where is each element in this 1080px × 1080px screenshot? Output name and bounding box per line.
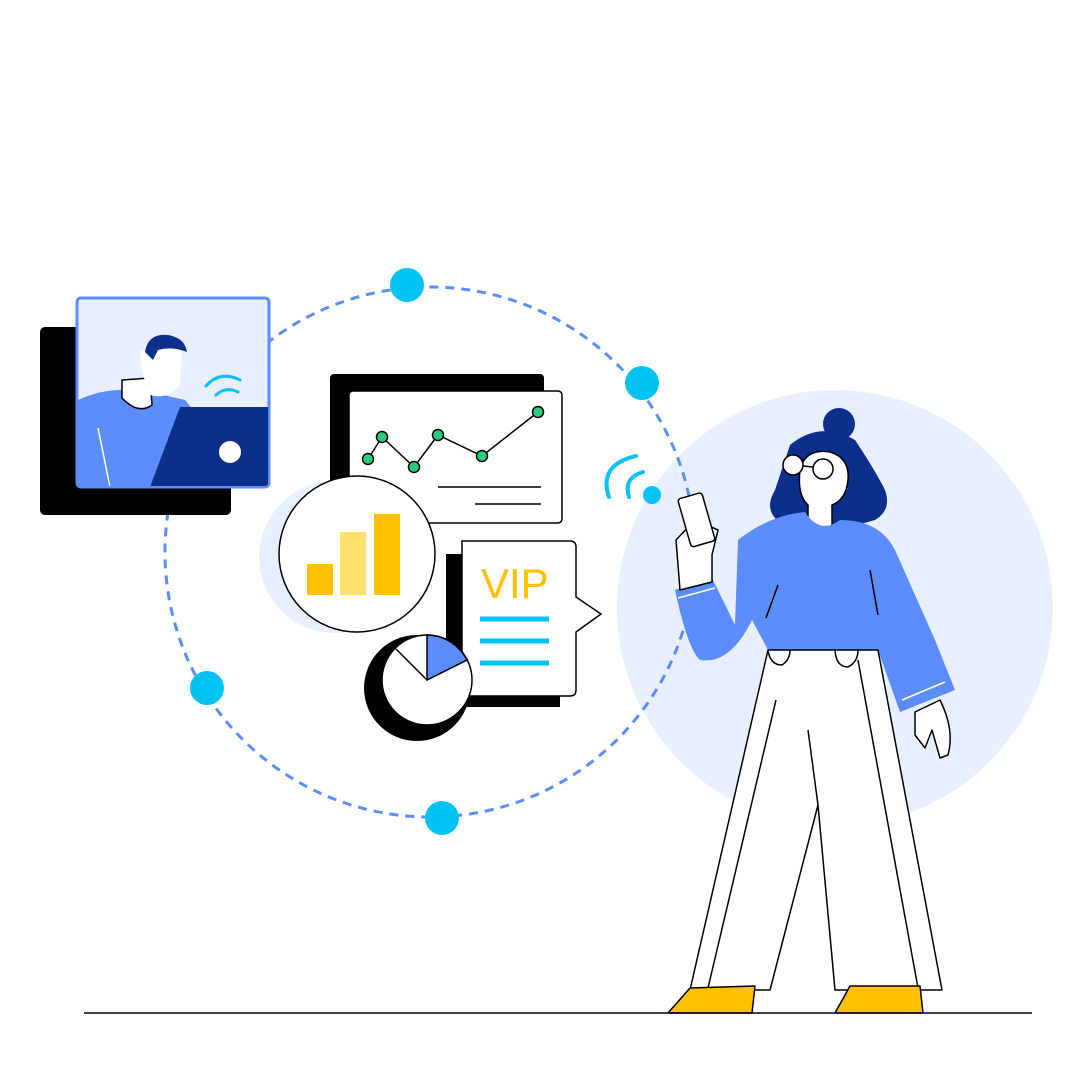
orbit-dot-top — [390, 268, 424, 302]
orbit-dot-left — [190, 671, 224, 705]
bar-chart-icon — [307, 514, 400, 595]
woman-shirt — [675, 512, 955, 712]
caller-hair — [145, 334, 187, 360]
pie-chart-badge — [364, 634, 473, 741]
caller-neck — [121, 377, 153, 410]
video-call-window — [40, 296, 271, 515]
laptop-logo — [219, 441, 241, 463]
orbit-dot-bottom — [425, 801, 459, 835]
smartphone-icon — [677, 492, 716, 548]
glasses-icon — [782, 454, 834, 480]
caller-laptop — [150, 407, 268, 486]
wifi-signal-icon — [204, 374, 242, 397]
woman-hand-right — [914, 699, 951, 759]
caller-face — [140, 346, 182, 397]
woman-figure — [667, 408, 955, 1014]
orbit-dot-right — [625, 366, 659, 400]
line-chart-panel — [330, 374, 563, 524]
wifi-signal-dot — [643, 486, 661, 504]
bar-chart-badge — [259, 475, 436, 633]
woman-shoe-right — [834, 985, 924, 1014]
woman-shoe-left — [667, 985, 756, 1014]
line-chart-points — [361, 405, 545, 474]
woman-face — [798, 450, 849, 531]
pie-chart-icon — [426, 634, 469, 682]
vip-label: VIP — [481, 560, 549, 607]
wifi-signal-icon — [604, 454, 645, 499]
